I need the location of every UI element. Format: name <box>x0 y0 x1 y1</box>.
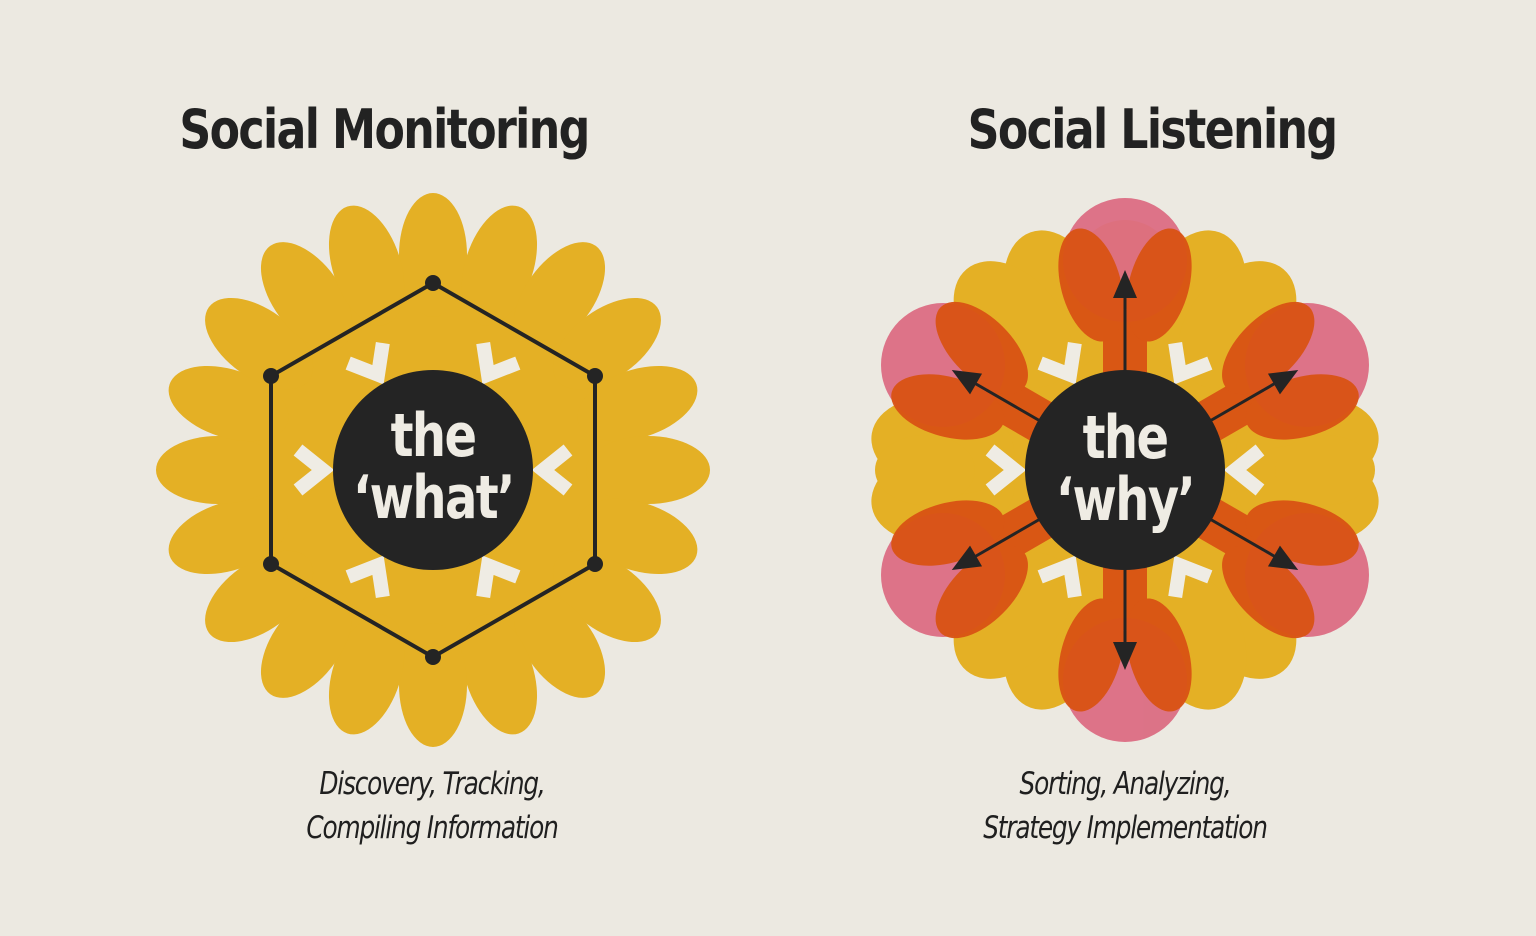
social-monitoring-caption: Discovery, Tracking, Compiling Informati… <box>125 762 739 850</box>
center-line2: ‘why’ <box>1055 465 1196 535</box>
caption-line1: Sorting, Analyzing, <box>1019 766 1232 802</box>
caption-line1: Discovery, Tracking, <box>319 766 545 802</box>
center-line1: the <box>1082 403 1169 473</box>
caption-line2: Compiling Information <box>306 810 558 846</box>
social-monitoring-panel: Social Monitoring <box>125 98 739 850</box>
center-line1: the <box>390 401 477 471</box>
social-listening-title: Social Listening <box>967 98 1338 161</box>
center-label-what: the ‘what’ <box>353 401 515 533</box>
center-label-why: the ‘why’ <box>1045 407 1205 531</box>
center-line2: ‘what’ <box>353 463 515 533</box>
sunflower-icon <box>156 193 710 747</box>
social-monitoring-title: Social Monitoring <box>179 98 590 161</box>
caption-line2: Strategy Implementation <box>983 810 1268 846</box>
social-listening-panel: Social Listening <box>768 0 1536 936</box>
social-listening-caption: Sorting, Analyzing, Strategy Implementat… <box>818 762 1432 850</box>
flower-arrows-icon <box>835 198 1415 742</box>
